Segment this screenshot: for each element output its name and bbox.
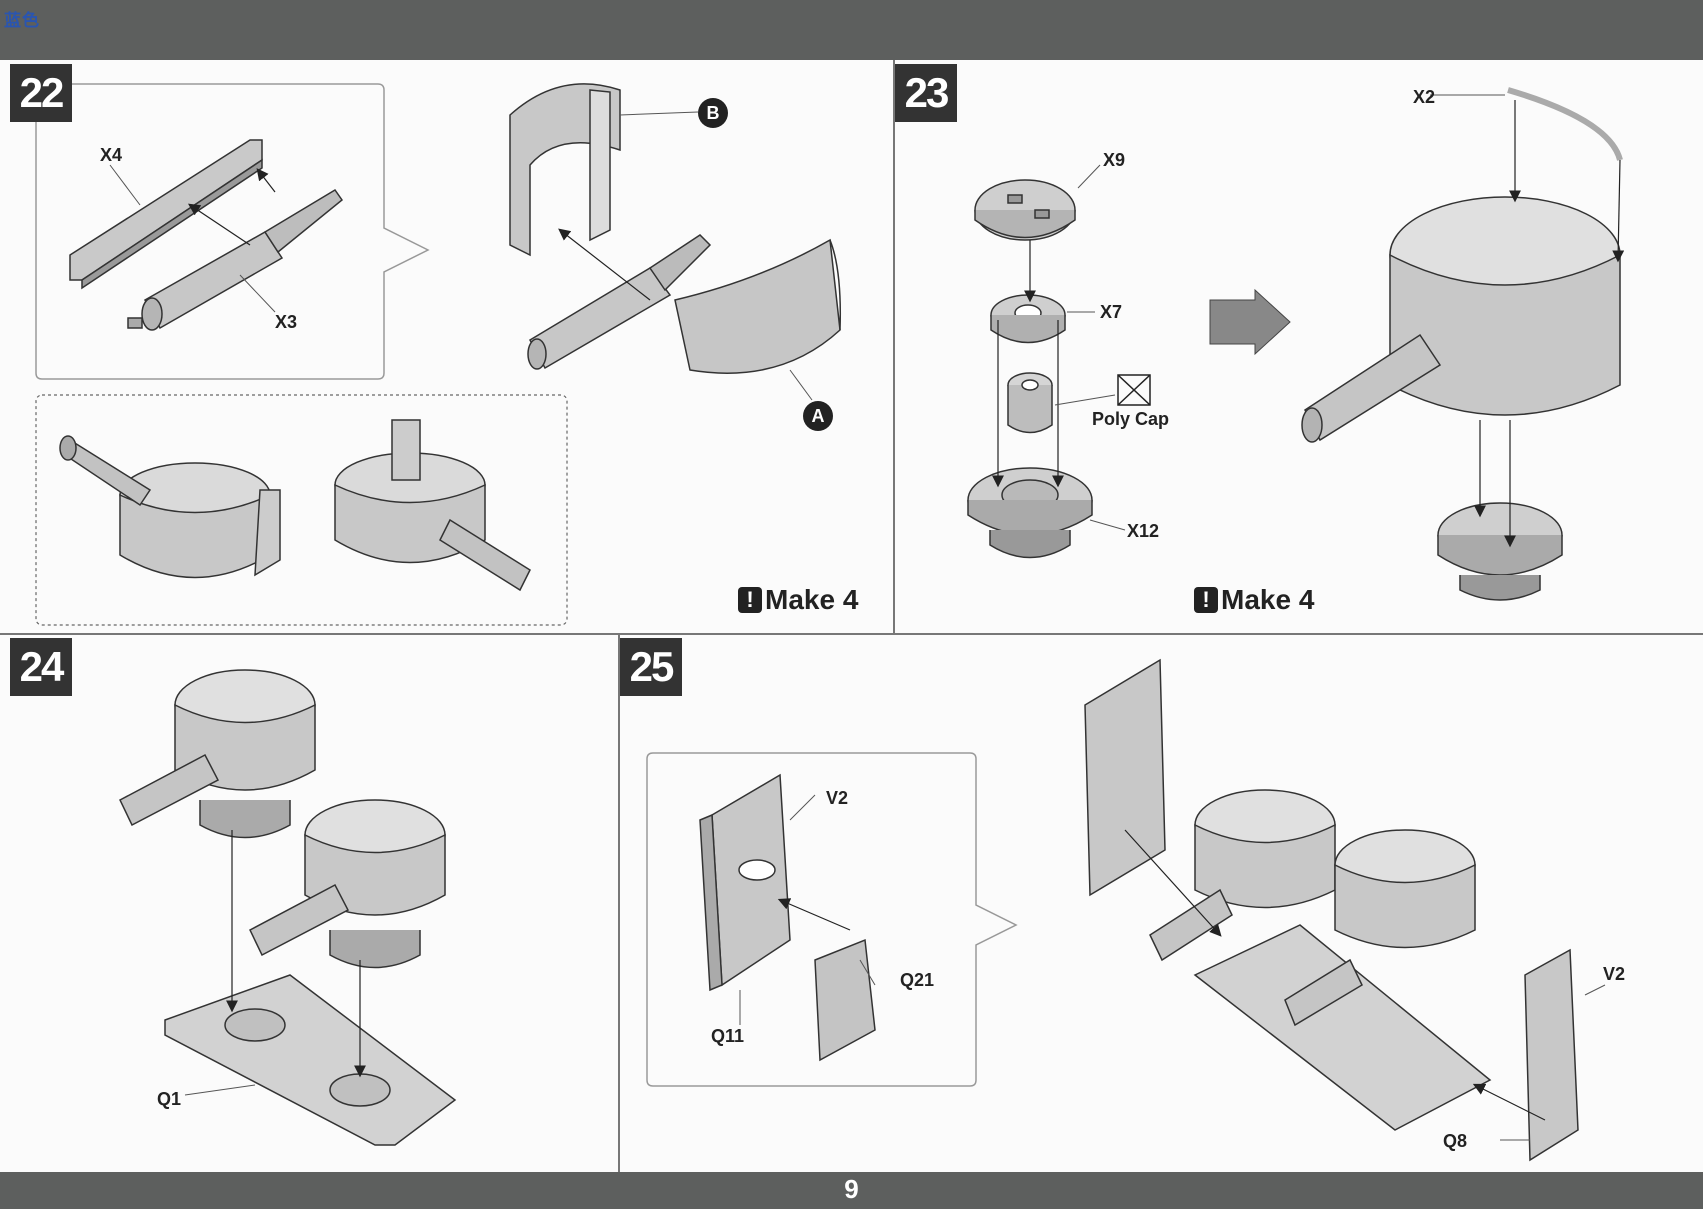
bottom-footer-bar bbox=[0, 1172, 1703, 1209]
step-number-24: 24 bbox=[10, 638, 72, 696]
step-number-25: 25 bbox=[620, 638, 682, 696]
label-x12: X12 bbox=[1127, 521, 1160, 541]
step22-make-note: !Make 4 bbox=[738, 584, 858, 616]
label-x7: X7 bbox=[1100, 302, 1123, 322]
step22-ref-assembly-left bbox=[59, 435, 281, 579]
warning-icon: ! bbox=[1194, 587, 1218, 613]
site-logo: 蓝色 bbox=[4, 11, 40, 30]
part-x4-rail bbox=[69, 139, 263, 290]
step25-result-assembly bbox=[1084, 658, 1579, 1162]
label-polycap: Poly Cap bbox=[1092, 409, 1170, 429]
step25-callout-box bbox=[646, 752, 1018, 1087]
label-x3: X3 bbox=[275, 312, 298, 332]
step24-assembly-top bbox=[119, 669, 316, 839]
step22-callout-box bbox=[35, 83, 430, 380]
label-v2-callout: V2 bbox=[826, 788, 849, 808]
part-q21-bracket bbox=[814, 938, 876, 1062]
divider-vertical-bottom bbox=[618, 635, 620, 1172]
label-q11: Q11 bbox=[711, 1026, 745, 1046]
part-x3-cylinder bbox=[127, 188, 344, 331]
label-a-circle: A bbox=[803, 401, 833, 431]
label-v2-main: V2 bbox=[1603, 964, 1626, 984]
part-x9-disc bbox=[974, 179, 1076, 241]
part-x12-base bbox=[967, 467, 1093, 559]
label-q21: Q21 bbox=[900, 970, 935, 990]
step22-shell-a bbox=[674, 238, 842, 374]
divider-vertical-top bbox=[893, 60, 895, 634]
page-number: 9 bbox=[844, 1174, 859, 1204]
label-x9: X9 bbox=[1103, 150, 1126, 170]
step23-make-note: !Make 4 bbox=[1194, 584, 1314, 616]
label-q1: Q1 bbox=[157, 1089, 182, 1109]
polycap-icon bbox=[1117, 374, 1151, 406]
step23-result-assembly bbox=[1301, 87, 1623, 601]
step22-shell-b bbox=[509, 83, 621, 257]
part-q1-plate bbox=[164, 974, 457, 1146]
step24-assembly-bottom bbox=[249, 799, 446, 969]
part-x7-ring bbox=[990, 294, 1066, 344]
step22-reference-box bbox=[35, 394, 568, 626]
label-b-circle: B bbox=[698, 98, 728, 128]
step22-ref-assembly-right bbox=[334, 419, 531, 592]
part-q11-panel bbox=[699, 773, 791, 992]
transition-arrow-icon bbox=[1209, 288, 1291, 356]
label-x2: X2 bbox=[1413, 87, 1436, 107]
warning-icon: ! bbox=[738, 587, 762, 613]
step-number-23: 23 bbox=[895, 64, 957, 122]
step22-cylinder bbox=[527, 234, 712, 370]
label-x4: X4 bbox=[100, 145, 123, 165]
divider-horizontal-middle bbox=[0, 633, 1703, 635]
label-q8: Q8 bbox=[1443, 1131, 1468, 1151]
top-header-bar bbox=[0, 0, 1703, 60]
part-polycap bbox=[1007, 372, 1053, 434]
step-number-22: 22 bbox=[10, 64, 72, 122]
